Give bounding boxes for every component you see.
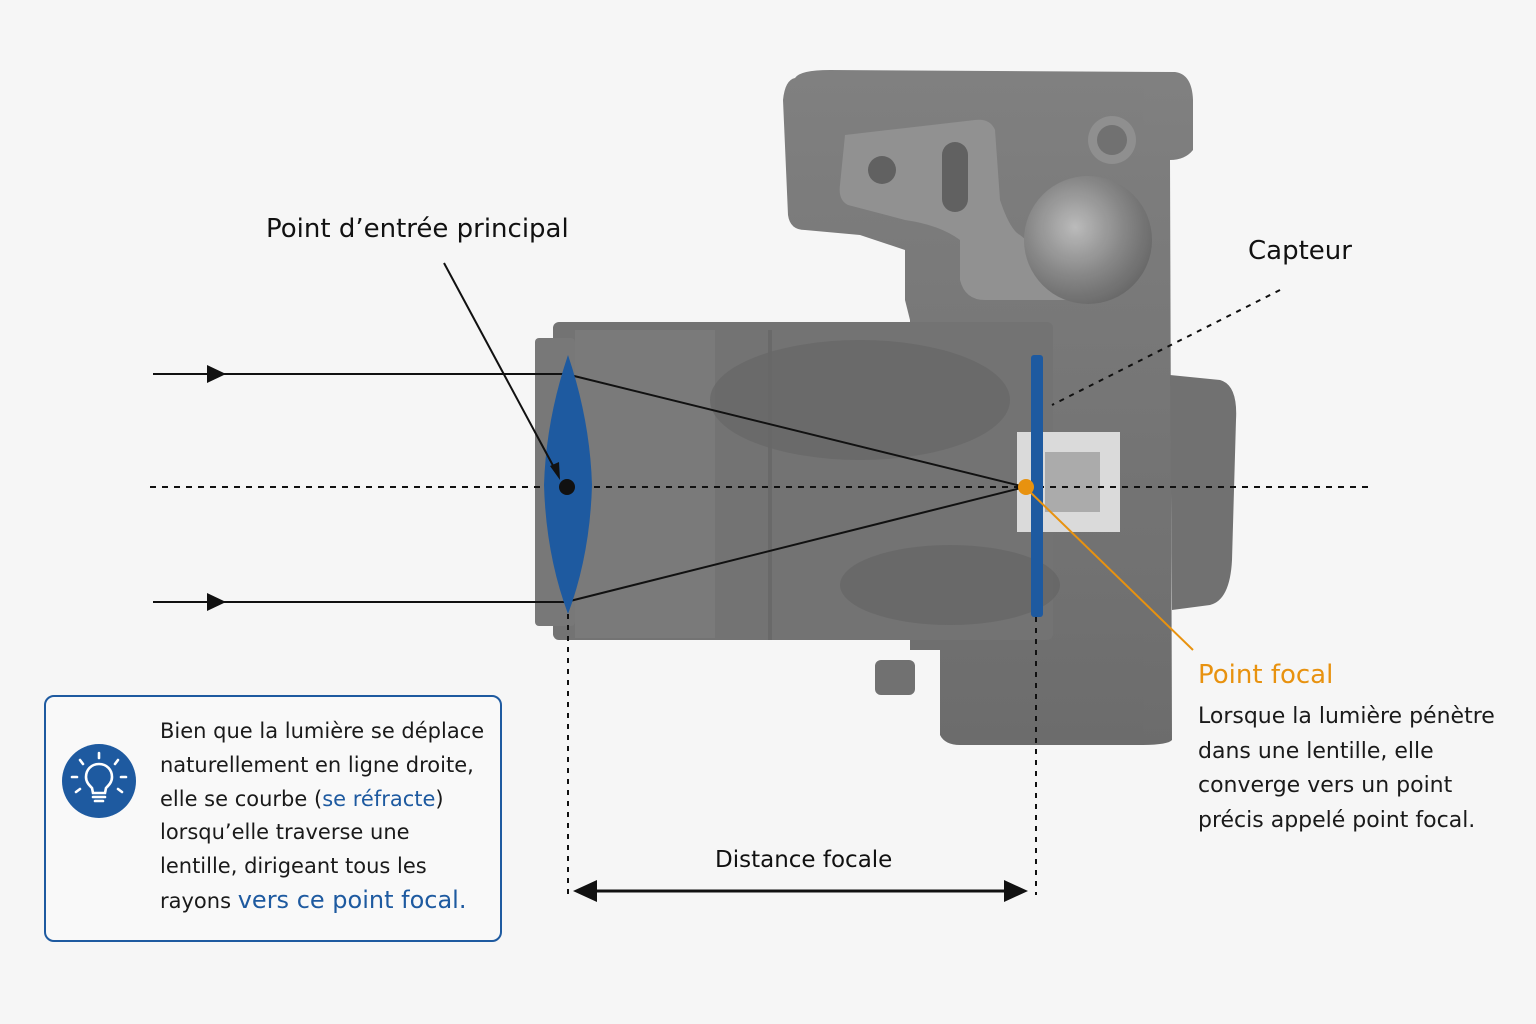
focal-point-description: Lorsque la lumière pénètre dans une lent… (1198, 704, 1495, 833)
camera-grip (1170, 375, 1237, 610)
sensor-leader (1051, 289, 1281, 406)
camera-body (535, 70, 1237, 745)
refracted-ray-bottom (565, 486, 1026, 603)
tip-icon-badge (62, 744, 136, 818)
tip-text-middle: ) lorsqu’elle traverse une lentille, dir… (160, 786, 444, 913)
focal-distance-label: Distance focale (715, 847, 893, 873)
arrow-right-icon (207, 593, 226, 611)
focal-point-title: Point focal (1198, 660, 1334, 690)
lens-barrel-ring (575, 330, 715, 638)
incoming-ray-bottom (153, 593, 566, 611)
entry-point-dot (559, 479, 575, 495)
arrow-right-icon (207, 365, 226, 383)
camera-dial (1024, 176, 1152, 304)
sensor-plane (1031, 355, 1043, 617)
sensor-label: Capteur (1248, 236, 1352, 266)
focal-point-leader (1026, 488, 1194, 651)
entry-point-leader (443, 262, 558, 474)
arrow-right-icon (1004, 880, 1028, 902)
refracted-ray-top (565, 373, 1026, 488)
lightbulb-icon (70, 751, 128, 803)
arrow-left-icon (573, 880, 597, 902)
tip-highlight-refract: se réfracte (322, 786, 436, 811)
incoming-ray-top (153, 365, 566, 383)
focal-point-dot (1018, 479, 1034, 495)
tip-callout: Bien que la lumière se déplace naturelle… (44, 695, 502, 942)
lens-inner-ring (710, 340, 1010, 460)
tip-text-intro: Bien que la lumière se déplace naturelle… (160, 719, 485, 811)
tip-text: Bien que la lumière se déplace naturelle… (160, 715, 492, 919)
entry-point-label: Point d’entrée principal (266, 214, 569, 244)
camera-bottom-bump (875, 660, 915, 695)
tip-highlight-focal: vers ce point focal. (237, 885, 467, 914)
